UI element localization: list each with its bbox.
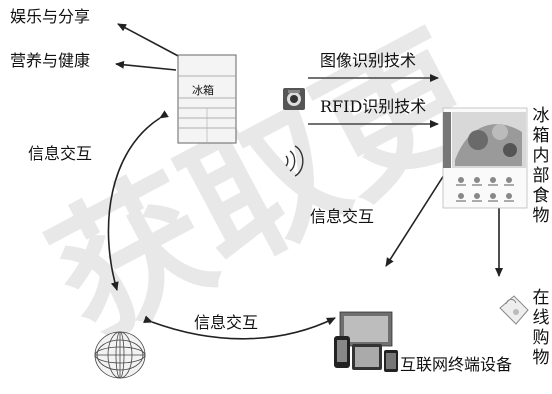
fridge-box: [177, 54, 237, 144]
label-online-shopping: 在线购物: [532, 288, 550, 368]
label-interaction-left: 信息交互: [28, 144, 93, 163]
label-nutrition: 营养与健康: [10, 51, 91, 70]
label-image-recognition: 图像识别技术: [320, 51, 417, 70]
label-food-inside: 冰箱内部食物: [532, 106, 550, 226]
label-entertainment: 娱乐与分享: [10, 7, 91, 26]
arrow-to-nutrition: [115, 60, 177, 71]
label-rfid: RFID识别技术: [320, 97, 427, 116]
arrow-left-interaction: [107, 110, 169, 291]
arrow-right-interaction: [385, 166, 452, 267]
label-fridge: 冰箱: [192, 84, 214, 97]
food-inventory-screen: [442, 107, 528, 209]
globe-icon: [94, 331, 146, 379]
arrow-to-entertainment: [117, 23, 183, 59]
camera-icon: [283, 88, 305, 110]
label-interaction-bottom: 信息交互: [194, 313, 259, 332]
label-terminal-devices: 互联网终端设备: [400, 355, 513, 374]
wireless-signal-icon: [285, 145, 304, 177]
label-interaction-middle: 信息交互: [310, 207, 375, 226]
shopping-bag-icon: [499, 295, 529, 325]
devices-icon: [334, 311, 398, 372]
arrow-bottom-interaction: [143, 315, 336, 340]
